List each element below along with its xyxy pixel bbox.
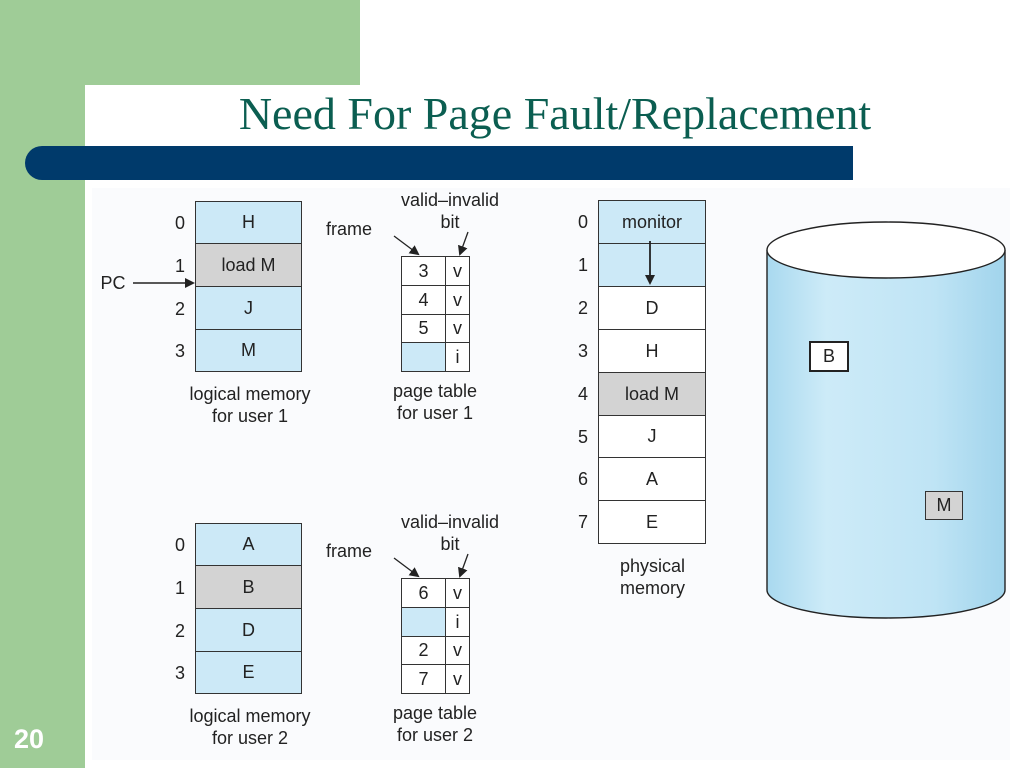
lm2-caption-line2: for user 2 <box>211 728 289 748</box>
lm2-cell-2: D <box>195 608 302 652</box>
lm1-cell-2: J <box>195 286 302 330</box>
pt2-header-line1: valid–invalid <box>400 512 500 532</box>
pt2-bit-3: v <box>445 664 470 694</box>
lm2-index-2: 2 <box>174 621 185 641</box>
green-left-band <box>0 0 85 768</box>
pm-cell-3: H <box>598 329 706 373</box>
lm1-index-2: 2 <box>174 299 185 319</box>
pt2-frame-3: 7 <box>401 664 446 694</box>
lm1-cell-3: M <box>195 329 302 372</box>
pm-index-2: 2 <box>577 298 588 318</box>
lm1-cell-0: H <box>195 201 302 244</box>
pt2-frame-1 <box>401 607 446 637</box>
pm-cell-1 <box>598 243 706 287</box>
pt1-frame-0: 3 <box>401 256 446 286</box>
pt1-frame-label: frame <box>325 219 372 239</box>
pc-label: PC <box>100 273 126 293</box>
pt1-frame-3 <box>401 342 446 372</box>
pt1-caption-line2: for user 1 <box>396 403 474 423</box>
pm-cell-7: E <box>598 500 706 544</box>
pt1-bit-0: v <box>445 256 470 286</box>
pt1-caption-line1: page table <box>392 381 478 401</box>
pm-cell-0: monitor <box>598 200 706 244</box>
pt2-bit-2: v <box>445 636 470 665</box>
pt2-frame-label: frame <box>325 541 372 561</box>
lm2-index-1: 1 <box>174 578 185 598</box>
pt1-bit-1: v <box>445 285 470 315</box>
pt1-frame-1: 4 <box>401 285 446 315</box>
pt2-header-line2: bit <box>440 534 460 554</box>
pm-cell-4: load M <box>598 372 706 416</box>
pt1-header-line1: valid–invalid <box>400 190 500 210</box>
lm2-index-3: 3 <box>174 663 185 683</box>
pt2-frame-2: 2 <box>401 636 446 665</box>
title-underline-bar <box>25 146 853 180</box>
lm1-index-0: 0 <box>174 213 185 233</box>
pt1-bit-2: v <box>445 314 470 343</box>
pt2-frame-0: 6 <box>401 578 446 608</box>
disk-item-m: M <box>925 491 963 520</box>
pm-caption-line2: memory <box>619 578 685 598</box>
pt1-frame-2: 5 <box>401 314 446 343</box>
pm-cell-5: J <box>598 415 706 458</box>
pt2-bit-0: v <box>445 578 470 608</box>
lm2-index-0: 0 <box>174 535 185 555</box>
pt2-caption-line1: page table <box>392 703 478 723</box>
pm-index-0: 0 <box>577 212 588 232</box>
pt2-caption-line2: for user 2 <box>396 725 474 745</box>
lm2-caption-line1: logical memory <box>189 706 311 726</box>
pm-caption-line1: physical <box>619 556 686 576</box>
pm-index-7: 7 <box>577 512 588 532</box>
pt2-bit-1: i <box>445 607 470 637</box>
pm-index-3: 3 <box>577 341 588 361</box>
lm2-cell-0: A <box>195 523 302 566</box>
pm-cell-2: D <box>598 286 706 330</box>
lm2-cell-3: E <box>195 651 302 694</box>
pm-index-4: 4 <box>577 384 588 404</box>
lm1-index-1: 1 <box>174 256 185 276</box>
lm1-index-3: 3 <box>174 341 185 361</box>
pm-index-1: 1 <box>577 255 588 275</box>
pm-cell-6: A <box>598 457 706 501</box>
slide-number: 20 <box>14 724 45 754</box>
lm1-caption-line1: logical memory <box>189 384 311 404</box>
pm-index-6: 6 <box>577 469 588 489</box>
pm-index-5: 5 <box>577 427 588 447</box>
lm2-cell-1: B <box>195 565 302 609</box>
slide-title: Need For Page Fault/Replacement <box>238 88 872 139</box>
pt1-header-line2: bit <box>440 212 460 232</box>
lm1-cell-1: load M <box>195 243 302 287</box>
pt1-bit-3: i <box>445 342 470 372</box>
disk-item-b: B <box>809 341 849 372</box>
lm1-caption-line2: for user 1 <box>211 406 289 426</box>
